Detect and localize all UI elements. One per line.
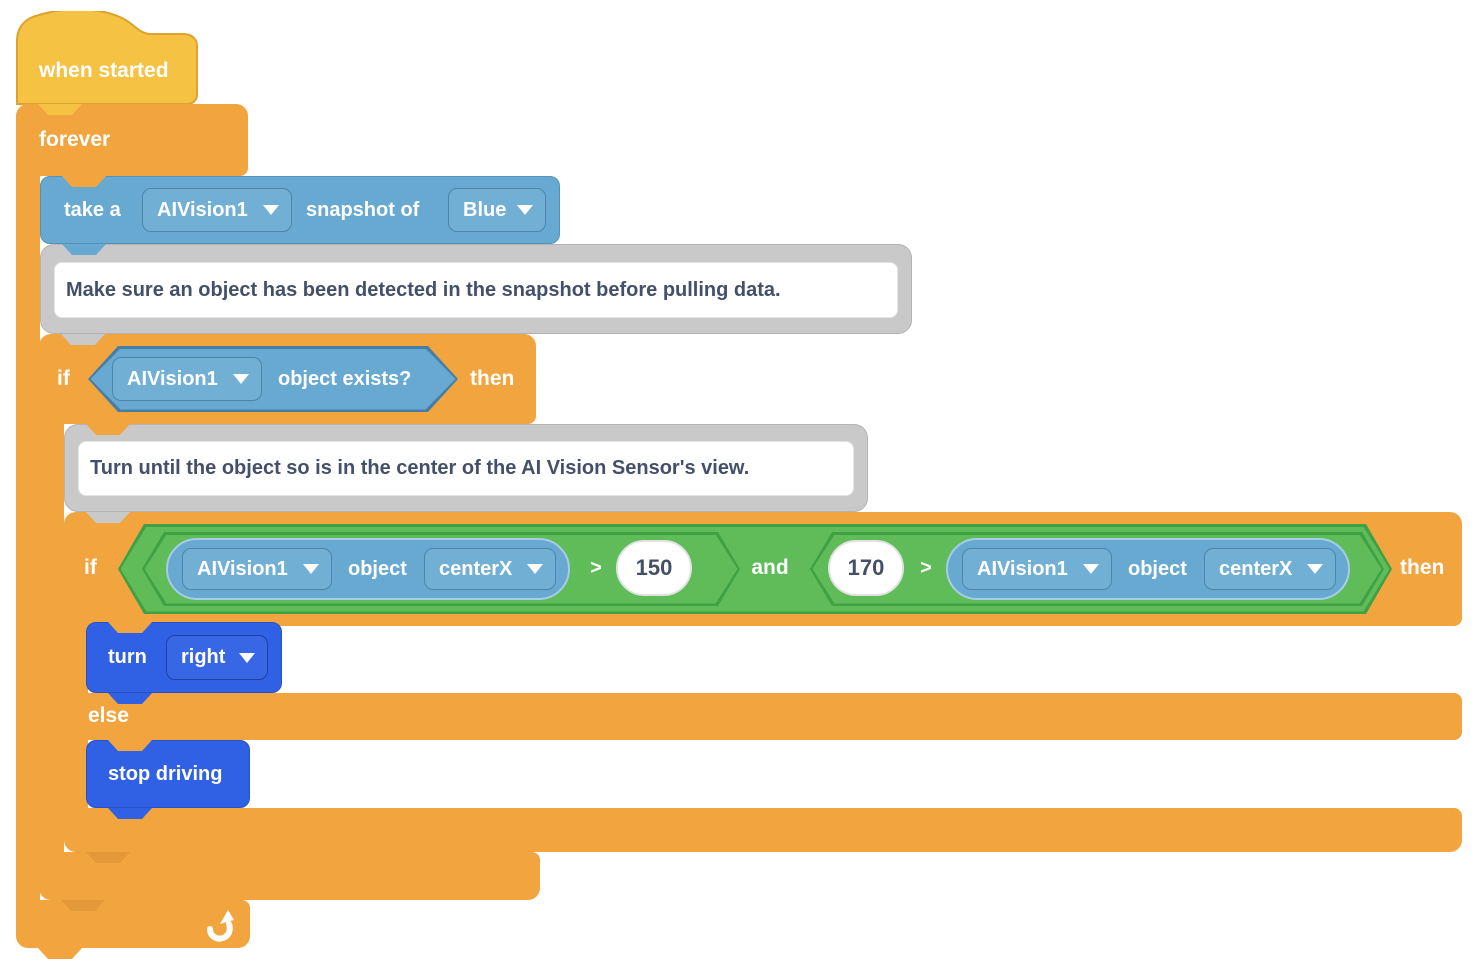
if-center-footer [64, 808, 1462, 852]
hat-to-forever-notch [38, 104, 82, 115]
else-label: else [88, 704, 129, 727]
forever-block-footer [16, 900, 250, 948]
snapshot-of-label: snapshot of [306, 199, 420, 221]
centerx-right-device-dropdown[interactable]: AIVision1 [962, 548, 1112, 590]
if-exists-arm [39, 423, 64, 853]
take-snapshot-block[interactable] [40, 176, 560, 244]
dropdown-caret-icon [527, 564, 543, 574]
centerx-left-property-value: centerX [439, 557, 513, 580]
centerx-right-property-value: centerX [1219, 557, 1293, 580]
forever-label: forever [39, 128, 111, 151]
forever-block-arm [16, 175, 40, 901]
forever-bottom-tab [38, 948, 82, 959]
dropdown-caret-icon [1083, 564, 1099, 574]
centerx-left-property-dropdown[interactable]: centerX [424, 548, 556, 590]
comment-center-top-notch [86, 424, 130, 435]
loop-arrow-icon [207, 910, 234, 942]
if-exists-top-notch [61, 334, 105, 345]
forever-footer-notch [61, 900, 105, 911]
snapshot-color-value: Blue [463, 198, 507, 221]
snapshot-color-dropdown[interactable]: Blue [448, 188, 546, 232]
value-150-text: 150 [635, 555, 673, 580]
if-exists-if-label: if [57, 367, 70, 390]
forever-block-header[interactable] [16, 104, 248, 176]
value-input-150[interactable]: 150 [616, 540, 692, 596]
comment-center-text: Turn until the object so is in the cente… [90, 457, 750, 479]
when-started-label: when started [39, 59, 169, 82]
if-center-footer-notch [108, 808, 152, 819]
dropdown-caret-icon [517, 205, 533, 215]
object-exists-label: object exists? [278, 368, 412, 390]
comment-detect-top-notch [62, 244, 106, 255]
object-centerx-reporter-left[interactable] [166, 538, 570, 600]
dropdown-caret-icon [303, 564, 319, 574]
object-exists-hexagon[interactable] [88, 346, 458, 412]
if-center-then-label: then [1400, 556, 1445, 579]
turn-label: turn [108, 646, 147, 668]
snapshot-device-dropdown[interactable]: AIVision1 [142, 188, 292, 232]
greater-operator-left: > [590, 557, 602, 579]
turn-top-notch [108, 622, 152, 633]
snapshot-top-notch [62, 176, 106, 187]
if-center-top-notch [86, 512, 130, 523]
centerx-left-device-value: AIVision1 [197, 557, 288, 580]
centerx-right-device-value: AIVision1 [977, 557, 1068, 580]
value-170-text: 170 [847, 555, 885, 580]
hat-shape [16, 11, 198, 105]
stop-driving-label: stop driving [108, 763, 223, 785]
dropdown-caret-icon [263, 205, 279, 215]
centerx-right-property-dropdown[interactable]: centerX [1204, 548, 1336, 590]
turn-direction-value: right [181, 646, 226, 668]
if-exists-then-label: then [470, 367, 515, 390]
value-input-170[interactable]: 170 [828, 540, 904, 596]
snapshot-device-value: AIVision1 [157, 198, 248, 221]
comment-detect-text: Make sure an object has been detected in… [66, 279, 781, 301]
turn-direction-dropdown[interactable]: right [166, 635, 268, 680]
exists-device-dropdown[interactable]: AIVision1 [112, 357, 262, 401]
if-exists-footer [39, 852, 540, 900]
dropdown-caret-icon [1307, 564, 1323, 574]
and-label: and [751, 556, 789, 579]
object-label-right: object [1128, 558, 1187, 580]
if-center-else-bar [64, 693, 1462, 740]
exists-device-value: AIVision1 [127, 367, 218, 390]
dropdown-caret-icon [239, 652, 255, 663]
if-center-if-label: if [84, 556, 97, 579]
object-label-left: object [348, 558, 407, 580]
when-started-block[interactable] [16, 11, 198, 105]
object-centerx-reporter-right[interactable] [946, 538, 1350, 600]
if-exists-footer-notch [86, 852, 130, 863]
take-a-label: take a [64, 199, 121, 221]
stop-driving-top-notch [108, 740, 152, 751]
stop-driving-block[interactable] [86, 740, 250, 808]
comment-center-field[interactable] [78, 441, 854, 496]
comment-detect-field[interactable] [54, 262, 898, 318]
centerx-left-device-dropdown[interactable]: AIVision1 [182, 548, 332, 590]
greater-operator-right: > [920, 557, 932, 579]
else-bar-notch [108, 693, 152, 704]
dropdown-caret-icon [233, 374, 249, 384]
